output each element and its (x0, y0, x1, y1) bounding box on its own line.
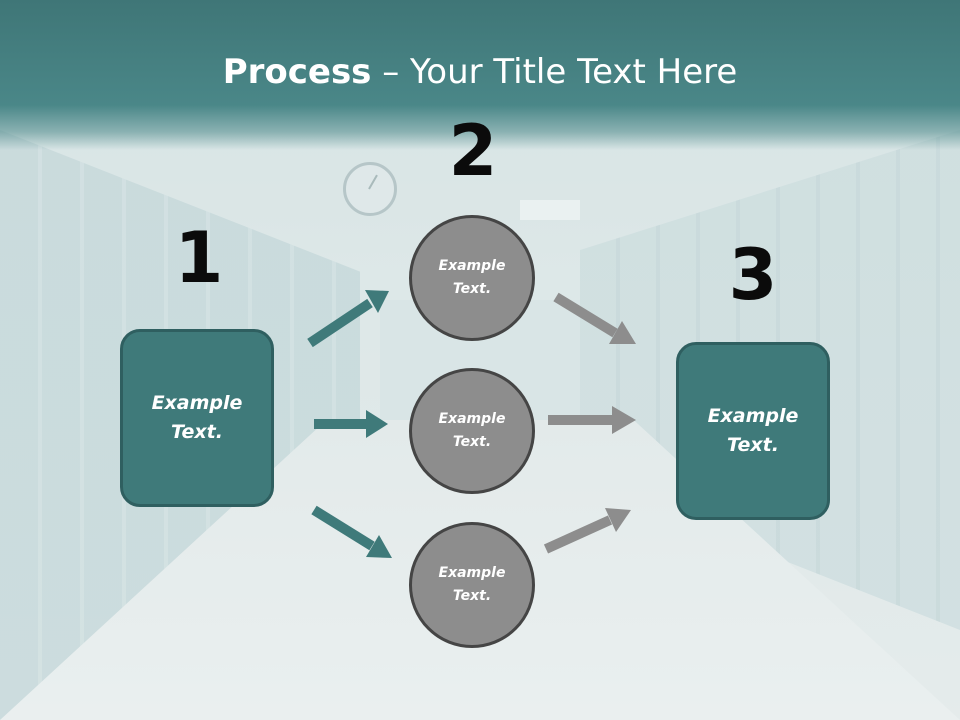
step-3-text: Example Text. (693, 402, 813, 460)
step-2-circle-bottom[interactable]: Example Text. (409, 522, 535, 648)
arrow-icon (543, 508, 631, 554)
step-1-text: Example Text. (137, 389, 257, 447)
circle-top-text: Example Text. (422, 255, 522, 301)
title-bold: Process (222, 52, 372, 92)
step-3-text-line1: Example (707, 405, 799, 427)
circle-middle-line1: Example (438, 411, 506, 427)
step-3-text-line2: Text. (727, 434, 779, 456)
arrow-icon (548, 406, 636, 434)
step-3-box[interactable]: Example Text. (676, 342, 830, 520)
step-2-circle-top[interactable]: Example Text. (409, 215, 535, 341)
clock-icon (343, 162, 397, 216)
arrow-icon (314, 410, 388, 438)
title-banner (0, 0, 960, 150)
circle-bottom-line1: Example (438, 565, 506, 581)
arrow-icon (307, 290, 389, 348)
ceiling-light (520, 200, 580, 220)
step-1-text-line2: Text. (171, 421, 223, 443)
slide-title[interactable]: Process – Your Title Text Here (0, 52, 960, 92)
step-number-1: 1 (174, 217, 224, 299)
step-1-text-line1: Example (151, 392, 243, 414)
step-1-box[interactable]: Example Text. (120, 329, 274, 507)
circle-bottom-text: Example Text. (422, 562, 522, 608)
circle-middle-text: Example Text. (422, 408, 522, 454)
arrow-icon (311, 505, 392, 558)
arrow-icon (553, 292, 636, 344)
step-2-circle-middle[interactable]: Example Text. (409, 368, 535, 494)
title-rest: – Your Title Text Here (371, 52, 738, 92)
circle-top-line2: Text. (452, 281, 492, 297)
circle-middle-line2: Text. (452, 434, 492, 450)
circle-bottom-line2: Text. (452, 588, 492, 604)
circle-top-line1: Example (438, 258, 506, 274)
step-number-2: 2 (448, 110, 498, 192)
step-number-3: 3 (728, 234, 778, 316)
